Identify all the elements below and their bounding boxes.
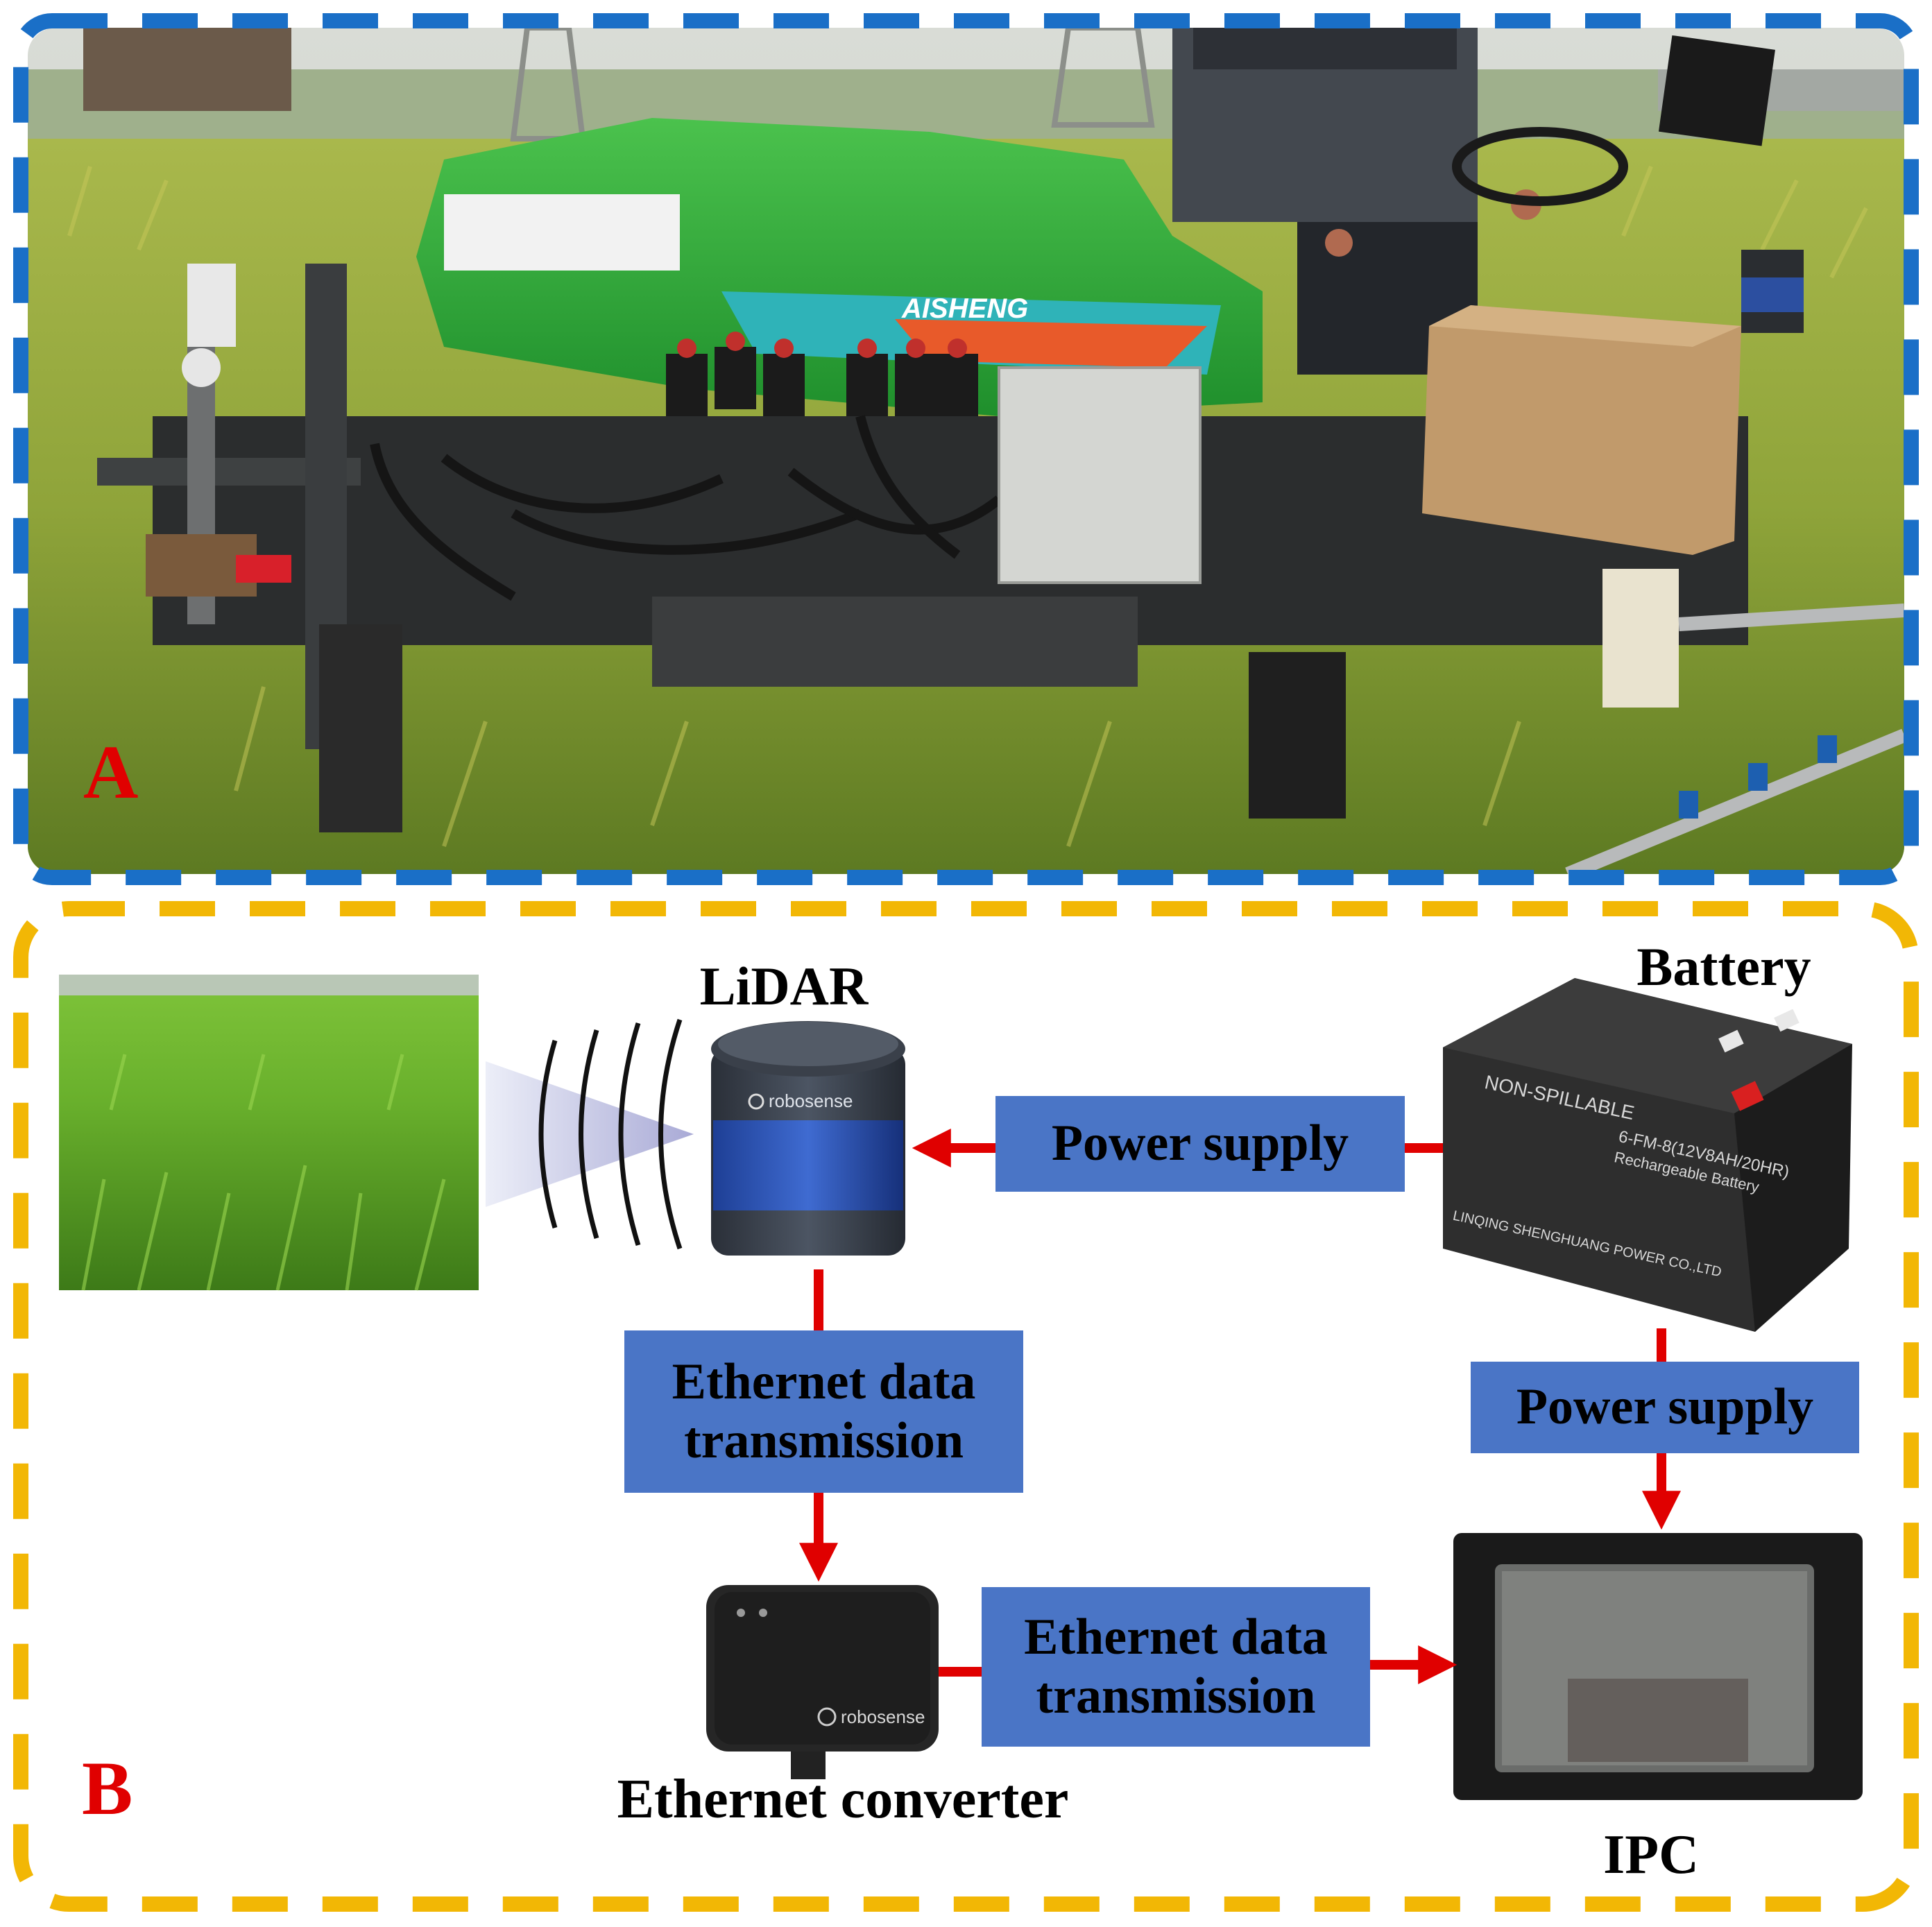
ethernet-box-lidar: Ethernet data transmission — [624, 1330, 1023, 1493]
ethernet-converter-device: robosense — [706, 1585, 939, 1779]
lidar-brand-text: robosense — [769, 1090, 853, 1111]
power-supply-box-lidar: Power supply — [995, 1096, 1405, 1192]
power-supply-text-lidar: Power supply — [1052, 1114, 1349, 1173]
lidar-device: robosense — [711, 1021, 905, 1256]
battery-label: Battery — [1636, 936, 1811, 997]
ethernet-text-lidar-line2: transmission — [684, 1412, 964, 1471]
ethernet-text-converter-line2: transmission — [1036, 1667, 1316, 1726]
power-supply-text-ipc: Power supply — [1516, 1378, 1813, 1437]
ethernet-converter-label: Ethernet converter — [617, 1769, 1069, 1830]
lidar-label: LiDAR — [700, 956, 869, 1016]
battery-device: NON-SPILLABLE 6-FM-8(12V8AH/20HR) Rechar… — [1443, 978, 1852, 1332]
ipc-label: IPC — [1603, 1824, 1699, 1885]
rice-field-photo — [59, 975, 479, 1290]
ethernet-text-lidar-line1: Ethernet data — [672, 1353, 976, 1412]
ipc-device — [1453, 1533, 1863, 1800]
panel-b-letter: B — [82, 1745, 132, 1833]
converter-brand-text: robosense — [841, 1706, 925, 1727]
ethernet-box-converter: Ethernet data transmission — [982, 1587, 1370, 1747]
power-supply-box-ipc: Power supply — [1471, 1362, 1859, 1453]
ethernet-text-converter-line1: Ethernet data — [1024, 1608, 1328, 1667]
